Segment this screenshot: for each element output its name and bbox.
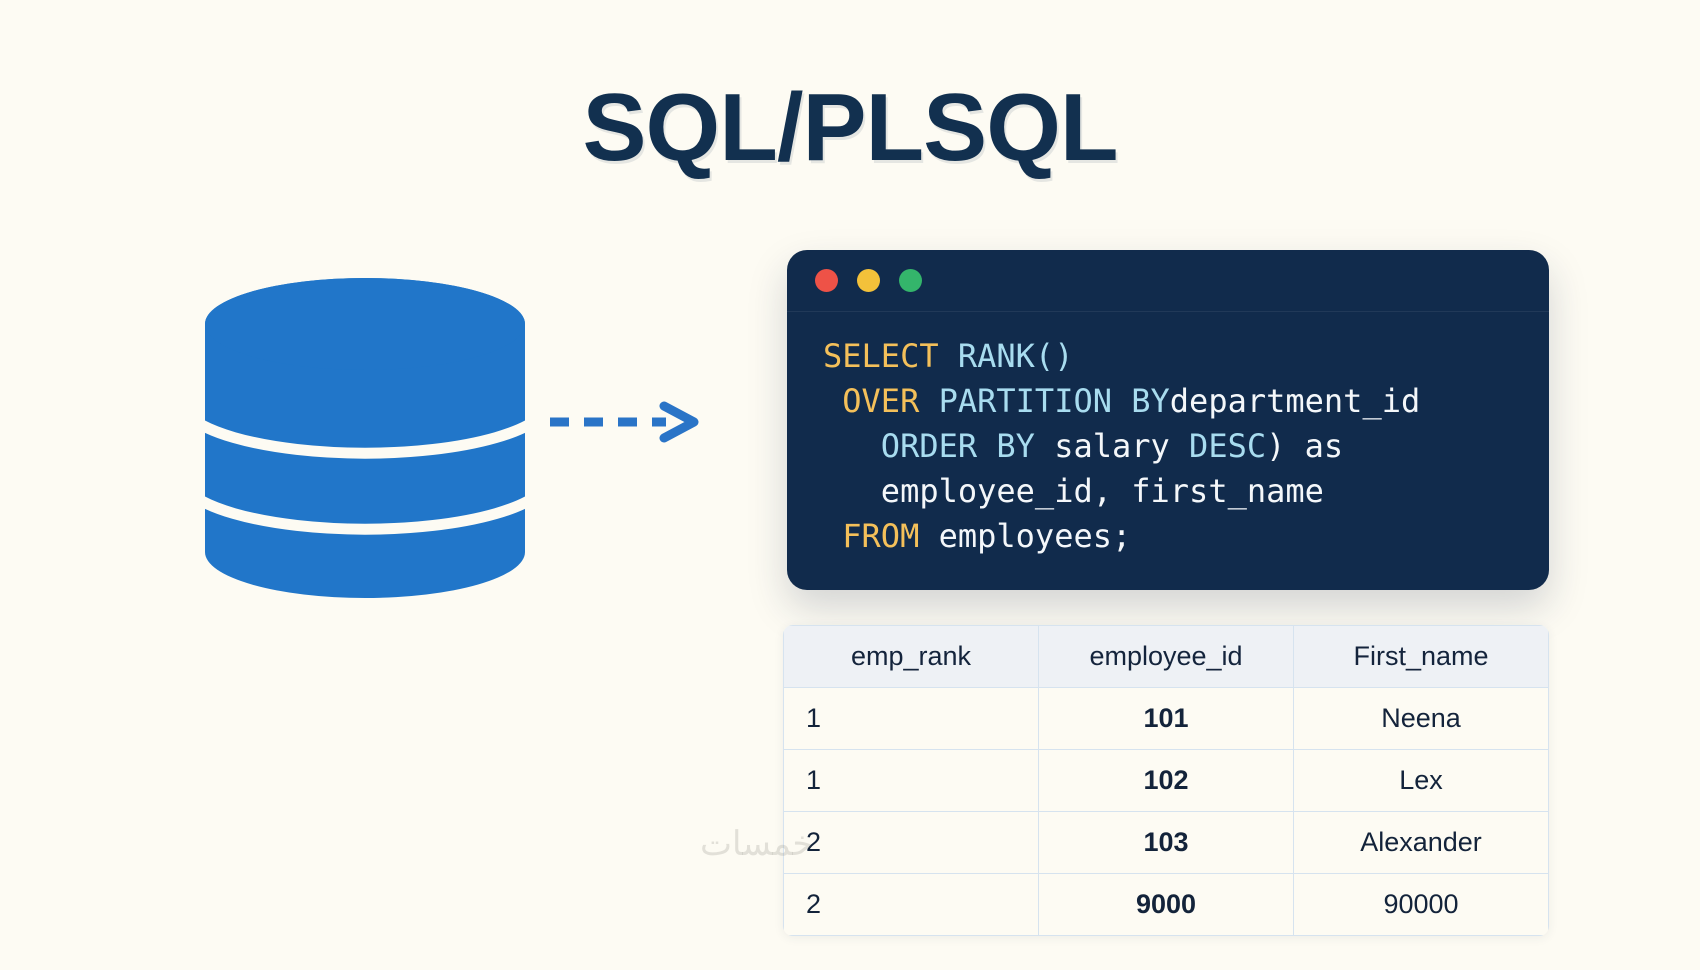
column-header-emp-rank: emp_rank [783,625,1039,688]
code-token: ) as [1266,427,1344,465]
cell-employee-id: 102 [1038,749,1294,812]
cell-first-name: Neena [1293,687,1549,750]
code-token: employees; [938,517,1132,555]
cell-first-name: Lex [1293,749,1549,812]
table-header-row: emp_rank employee_id First_name [783,625,1549,688]
window-titlebar [787,250,1549,312]
maximize-button[interactable] [899,269,922,292]
cell-emp-rank: 2 [783,873,1039,936]
page-title: SQL/PLSQL [582,74,1118,181]
cell-employee-id: 103 [1038,811,1294,874]
code-line-1: SELECT RANK() [823,334,1549,379]
cell-emp-rank: 1 [783,687,1039,750]
code-token: RANK() [957,337,1074,375]
code-token: FROM [842,517,920,555]
code-line-2: OVER PARTITION BYdepartment_id [823,379,1549,424]
code-token: salary [1054,427,1170,465]
cell-employee-id: 9000 [1038,873,1294,936]
code-line-3: ORDER BY salary DESC) as [823,424,1549,469]
code-token: employee_id, first_name [880,472,1324,510]
sql-code-block[interactable]: SELECT RANK() OVER PARTITION BYdepartmen… [787,312,1549,559]
code-token: department_id [1169,382,1421,420]
code-token: ORDER BY [880,427,1035,465]
code-token: PARTITION BY [938,382,1170,420]
cell-employee-id: 101 [1038,687,1294,750]
cell-emp-rank: 1 [783,749,1039,812]
code-window: SELECT RANK() OVER PARTITION BYdepartmen… [787,250,1549,590]
code-token: OVER [842,382,920,420]
cell-first-name: Alexander [1293,811,1549,874]
dashed-arrow-right-icon [548,398,708,444]
code-token [1035,427,1054,465]
code-line-5: FROM employees; [823,514,1549,559]
cell-first-name: 90000 [1293,873,1549,936]
code-token [1170,427,1189,465]
code-token: SELECT [823,337,939,375]
column-header-first-name: First_name [1293,625,1549,688]
code-line-4: employee_id, first_name [823,469,1549,514]
code-token: DESC [1189,427,1267,465]
code-token [939,337,958,375]
code-token [919,382,938,420]
code-token [919,517,938,555]
column-header-employee-id: employee_id [1038,625,1294,688]
database-cylinder-icon [200,278,530,598]
minimize-button[interactable] [857,269,880,292]
cell-emp-rank: 2 [783,811,1039,874]
watermark: خمسات [700,825,814,863]
close-button[interactable] [815,269,838,292]
